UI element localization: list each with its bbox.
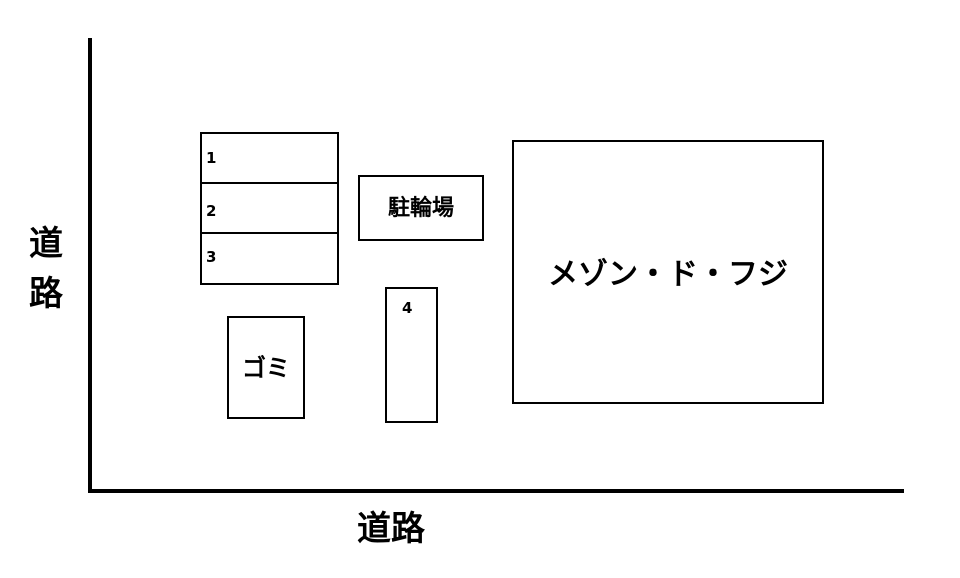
bicycle-parking-label: 駐輪場	[387, 196, 454, 221]
parking-slot-4: 4	[385, 287, 438, 423]
parking-slot-number: 4	[402, 299, 413, 317]
parking-slot-number: 2	[206, 202, 217, 220]
building-label: メゾン・ド・フジ	[548, 257, 788, 292]
garbage-area-label: ゴミ	[242, 354, 290, 382]
garbage-area: ゴミ	[227, 316, 305, 419]
building-maison-de-fuji: メゾン・ド・フジ	[512, 140, 824, 404]
parking-slot-2: 2	[200, 182, 339, 234]
parking-slot-number: 3	[206, 248, 217, 266]
road-bottom-label: 道路	[357, 509, 425, 549]
road-bottom-line	[88, 489, 904, 493]
road-left-label: 道路	[29, 224, 63, 314]
bicycle-parking-area: 駐輪場	[358, 175, 484, 241]
parking-slot-1: 1	[200, 132, 339, 184]
parking-slot-3: 3	[200, 232, 339, 285]
parking-slot-number: 1	[206, 149, 217, 167]
road-left-line	[88, 38, 92, 493]
